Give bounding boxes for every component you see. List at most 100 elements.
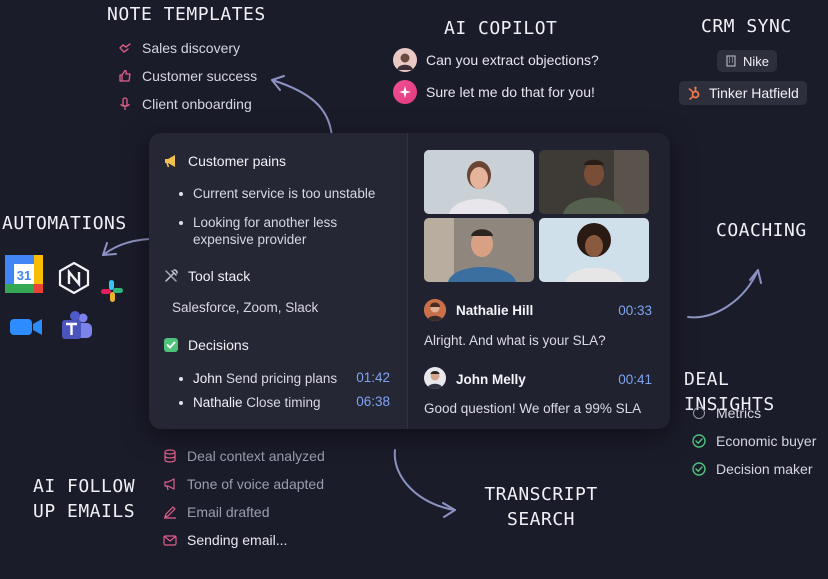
follow-up-steps: Deal context analyzed Tone of voice adap… (163, 442, 325, 554)
user-avatar (393, 48, 417, 72)
building-icon (725, 55, 737, 67)
crm-sync-heading: CRM SYNC (701, 16, 792, 37)
zoom-icon[interactable] (8, 312, 44, 342)
note-templates-heading: NOTE TEMPLATES (107, 4, 266, 25)
video-tile-participant-4[interactable] (539, 218, 649, 282)
database-icon (163, 449, 177, 463)
pain-bullet-1: Current service is too unstable (178, 186, 376, 201)
john-message: Good question! We offer a 99% SLA (424, 401, 642, 416)
microphone-icon (118, 97, 132, 111)
note-templates-list: Sales discovery Customer success Client … (118, 34, 257, 118)
thumbs-up-icon (118, 69, 132, 83)
john-avatar (424, 367, 446, 389)
decision-time-1[interactable]: 01:42 (356, 370, 390, 385)
decision-item-2[interactable]: Nathalie Close timing (179, 394, 321, 411)
ai-follow-up-heading-line2: UP EMAILS (33, 501, 136, 522)
video-tile-participant-3[interactable] (424, 218, 534, 282)
decision-text: Send pricing plans (222, 371, 338, 386)
pain-bullet-2-line2: expensive provider (193, 232, 307, 247)
nathalie-avatar (424, 299, 446, 321)
john-time[interactable]: 00:41 (618, 372, 652, 387)
video-tile-participant-2[interactable] (539, 150, 649, 214)
step-deal-context: Deal context analyzed (163, 442, 325, 470)
teams-icon[interactable] (60, 310, 94, 342)
transcript-search-heading: TRANSCRIPT SEARCH (482, 482, 600, 532)
pain-bullet-2: Looking for another less expensive provi… (178, 214, 338, 248)
deal-insights-list: Metrics Economic buyer Decision maker (692, 399, 816, 483)
tool-stack-text: Salesforce, Zoom, Slack (172, 300, 319, 315)
step-tone-of-voice: Tone of voice adapted (163, 470, 325, 498)
nathalie-time[interactable]: 00:33 (618, 303, 652, 318)
insight-metrics[interactable]: Metrics (692, 399, 816, 427)
svg-text:31: 31 (17, 268, 31, 283)
step-label: Sending email... (187, 532, 288, 548)
arrow-transcript-search (393, 449, 456, 511)
pencil-icon (163, 505, 177, 519)
insight-label: Economic buyer (716, 433, 817, 449)
hubspot-icon (687, 86, 701, 100)
copilot-ai-message: Sure let me do that for you! (393, 80, 595, 104)
customer-pains-section[interactable]: Customer pains (163, 153, 286, 169)
google-calendar-icon[interactable]: 31 (5, 255, 43, 293)
decisions-title: Decisions (188, 337, 249, 353)
insight-decision-maker[interactable]: Decision maker (692, 455, 816, 483)
step-email-drafted: Email drafted (163, 498, 325, 526)
crm-contact-pill[interactable]: Tinker Hatfield (679, 81, 807, 105)
insight-economic-buyer[interactable]: Economic buyer (692, 427, 816, 455)
megaphone-icon (163, 477, 177, 491)
tool-stack-title: Tool stack (188, 268, 251, 284)
decisions-section[interactable]: Decisions (163, 337, 249, 353)
meeting-card: Customer pains Current service is too un… (149, 133, 670, 429)
crm-contact-name: Tinker Hatfield (709, 85, 799, 101)
coaching-heading: COACHING (716, 220, 807, 241)
copilot-user-text: Can you extract objections? (426, 52, 599, 68)
tools-icon (163, 268, 179, 284)
pain-bullet-2-line1: Looking for another less (193, 215, 338, 230)
template-label: Sales discovery (142, 40, 241, 56)
template-label: Customer success (142, 68, 258, 84)
template-customer-success[interactable]: Customer success (118, 62, 257, 90)
nathalie-name: Nathalie Hill (456, 303, 534, 318)
step-label: Email drafted (187, 504, 270, 520)
ai-follow-up-heading: AI FOLLOW UP EMAILS (33, 474, 135, 524)
insight-label: Metrics (716, 405, 762, 421)
sparkle-icon (393, 80, 417, 104)
john-name: John Melly (456, 372, 526, 387)
nathalie-message: Alright. And what is your SLA? (424, 333, 606, 348)
decision-owner: John (193, 371, 223, 386)
copilot-user-message: Can you extract objections? (393, 48, 599, 72)
handshake-icon (118, 41, 132, 55)
decision-owner: Nathalie (193, 395, 243, 410)
decision-text: Close timing (242, 395, 321, 410)
crm-company-pill[interactable]: Nike (717, 50, 778, 72)
ai-copilot-heading: AI COPILOT (444, 18, 558, 39)
decision-time-2[interactable]: 06:38 (356, 394, 390, 409)
transcript-search-heading-line1: TRANSCRIPT (484, 484, 598, 505)
step-sending-email: Sending email... (163, 526, 325, 554)
meeting-notes-panel: Customer pains Current service is too un… (149, 133, 407, 429)
arrow-coaching (687, 269, 759, 319)
notion-icon[interactable] (58, 261, 90, 295)
automations-heading: AUTOMATIONS (2, 213, 127, 234)
deal-insights-heading: DEAL INSIGHTS (684, 369, 775, 415)
copilot-ai-text: Sure let me do that for you! (426, 84, 595, 100)
check-circle-icon (692, 462, 706, 476)
decision-item-1[interactable]: John Send pricing plans (178, 370, 338, 387)
template-sales-discovery[interactable]: Sales discovery (118, 34, 257, 62)
check-circle-icon (692, 434, 706, 448)
slack-icon[interactable] (99, 278, 125, 304)
tool-stack-section[interactable]: Tool stack (163, 268, 250, 284)
unchecked-circle-icon (692, 406, 706, 420)
insight-label: Decision maker (716, 461, 813, 477)
step-label: Tone of voice adapted (187, 476, 324, 492)
step-label: Deal context analyzed (187, 448, 325, 464)
template-label: Client onboarding (142, 96, 252, 112)
megaphone-emoji-icon (163, 153, 179, 169)
arrow-note-templates (271, 79, 333, 139)
meeting-call-panel: Nathalie Hill 00:33 Alright. And what is… (407, 133, 670, 429)
template-client-onboarding[interactable]: Client onboarding (118, 90, 257, 118)
crm-company-name: Nike (743, 53, 770, 69)
ai-follow-up-heading-line1: AI FOLLOW (33, 476, 136, 497)
video-tile-participant-1[interactable] (424, 150, 534, 214)
transcript-search-heading-line2: SEARCH (506, 509, 576, 530)
